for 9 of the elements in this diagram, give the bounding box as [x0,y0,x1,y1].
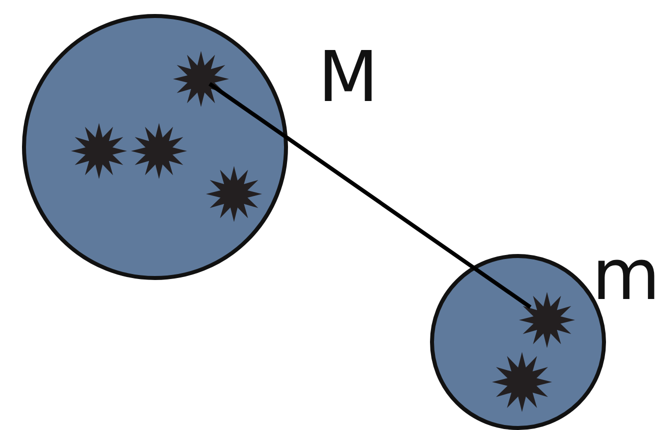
star-shape [206,166,262,222]
star-shape [131,123,187,179]
connector-line [208,82,532,309]
mass-label: m [592,240,660,310]
star-shape [71,123,127,179]
star-shape [519,292,575,348]
star-shape [173,51,229,107]
mass-label: M [318,42,378,112]
star-shape [492,352,552,412]
